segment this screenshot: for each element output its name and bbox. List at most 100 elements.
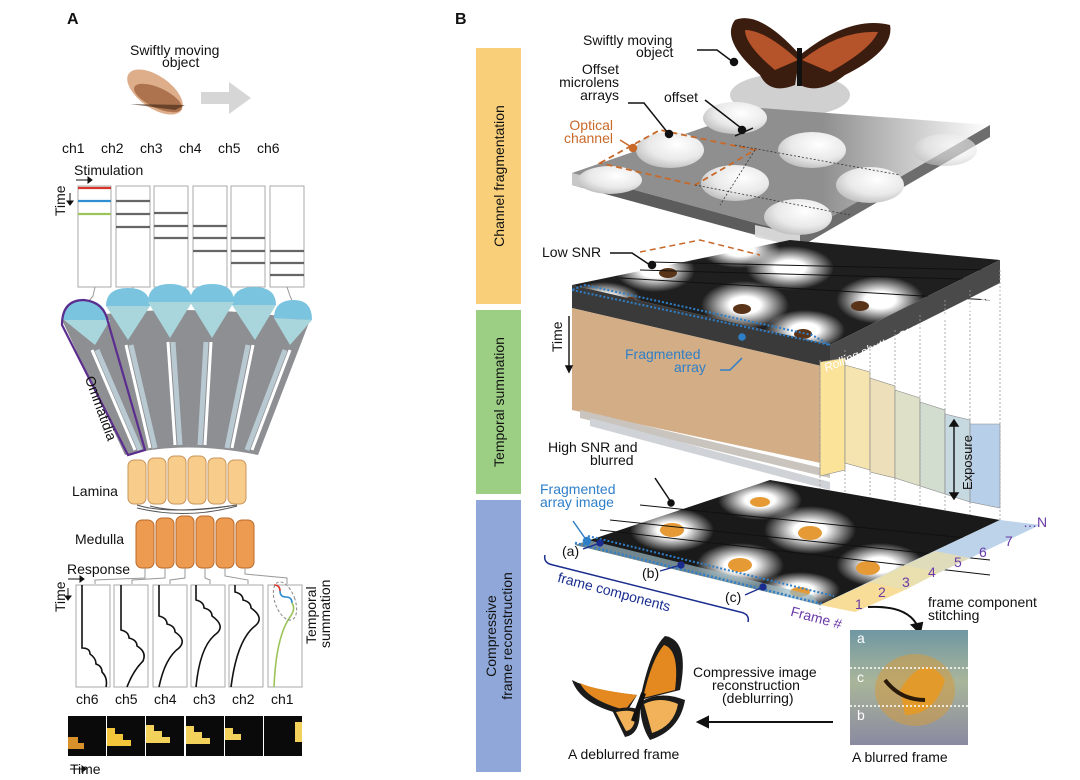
- frame-components-bracket: [543, 554, 750, 623]
- exposure-arrow: [948, 418, 960, 501]
- fragmented-array-label-2: array: [674, 359, 706, 375]
- blurred-row-c: c: [857, 669, 864, 685]
- optical-channel-label-1: Optical: [569, 117, 613, 133]
- response-label-ch1: ch1: [271, 691, 294, 707]
- blurred-row-b: b: [857, 707, 865, 723]
- blurred-butterfly-a: [127, 69, 185, 115]
- sensor-bottom-image: [574, 480, 1000, 608]
- component-label-a: (a): [562, 543, 580, 559]
- moving-object-label-b-1: Swiftly moving: [583, 32, 673, 48]
- reconstruction-arrow: [695, 715, 833, 729]
- frame-n-text: N: [1037, 514, 1048, 530]
- moving-object-label-a-1: Swiftly moving: [130, 42, 220, 58]
- frame-number-7: 7: [1005, 533, 1013, 549]
- object-pointer-b: [697, 49, 739, 67]
- panel-b-letter: B: [455, 11, 467, 28]
- medulla-cylinders: [135, 515, 255, 569]
- response-label-ch3: ch3: [193, 691, 216, 707]
- motion-arrow: [201, 82, 251, 114]
- low-snr-label: Low SNR: [542, 244, 602, 260]
- lamina-cylinders: [127, 455, 247, 505]
- fragmented-image-label-1: Fragmented: [540, 481, 616, 497]
- response-label: Response: [67, 561, 131, 577]
- stimulation-label: Stimulation: [74, 162, 144, 178]
- channel-label-ch5: ch5: [218, 140, 241, 156]
- reconstruction-label-3: (deblurring): [722, 690, 794, 706]
- high-snr-pointer: [654, 477, 675, 507]
- stimulation-boxes: [77, 185, 305, 288]
- optical-channel-pointer: [619, 139, 638, 153]
- microlens-pointers: [628, 99, 754, 139]
- stim-time-arrows: [66, 176, 93, 206]
- response-boxes: [75, 584, 303, 688]
- exposure-label: Exposure: [960, 435, 975, 490]
- fragmented-array-label-1: Fragmented: [625, 346, 701, 362]
- channel-label-ch3: ch3: [140, 140, 163, 156]
- frame-number-2: 2: [878, 584, 886, 600]
- temporal-block: [572, 308, 830, 490]
- fragmented-image-label-2: array image: [540, 494, 614, 510]
- moving-object-label-b-2: object: [636, 44, 674, 60]
- stitching-label-2: stitching: [928, 607, 980, 623]
- high-snr-label-1: High SNR and: [548, 439, 638, 455]
- frame-number-3: 3: [902, 574, 910, 590]
- response-connectors: [94, 568, 288, 584]
- reconstruction-label-2: reconstruction: [712, 677, 800, 693]
- component-label-b: (b): [642, 565, 660, 581]
- response-label-ch4: ch4: [154, 691, 177, 707]
- sensor-time-label: Time: [549, 321, 565, 352]
- frame-number-5: 5: [954, 554, 962, 570]
- moving-butterfly-b: [730, 18, 891, 117]
- response-frames-strip: [68, 716, 302, 756]
- low-snr-pointer: [610, 252, 657, 270]
- channel-label-ch6: ch6: [257, 140, 280, 156]
- stitching-label-1: frame component: [928, 594, 1037, 610]
- component-pointers: [582, 539, 767, 596]
- channel-label-ch1: ch1: [62, 140, 85, 156]
- blurred-row-a: a: [857, 630, 865, 646]
- component-label-c: (c): [725, 589, 742, 605]
- optical-channel-label-2: channel: [563, 130, 613, 146]
- stage-channel-fragmentation: Channel fragmentation: [476, 48, 521, 304]
- stage-compressive-reconstruction: Compressive frame reconstruction: [476, 500, 521, 772]
- channel-label-ch4: ch4: [179, 140, 202, 156]
- frame-number-1: 1: [855, 596, 863, 612]
- blurred-frame-image: [850, 630, 968, 745]
- moving-object-label-a-2: object: [162, 54, 200, 70]
- sensor-time-arrow: [564, 316, 574, 374]
- fragmented-image-pointer: [572, 520, 592, 546]
- microlens-label-2: microlens: [559, 74, 619, 90]
- lamina-label: Lamina: [72, 483, 118, 499]
- response-curves: [81, 585, 260, 688]
- stage-temporal-summation: Temporal summation: [476, 310, 521, 494]
- response-time-arrows: [64, 575, 87, 773]
- ch1-summation-curve: [272, 581, 298, 688]
- channel-label-ch2: ch2: [101, 140, 124, 156]
- fragmented-array-pointer: [720, 333, 746, 371]
- reconstruction-label-1: Compressive image: [693, 664, 817, 680]
- response-label-ch2: ch2: [232, 691, 255, 707]
- response-label-ch6: ch6: [76, 691, 99, 707]
- offset-label: offset: [664, 89, 698, 105]
- ommatidia-array: [60, 284, 312, 457]
- medulla-label: Medulla: [75, 531, 125, 547]
- frame-number-strip: [820, 520, 1040, 612]
- frames-time-label: Time: [70, 761, 101, 777]
- frame-number-6: 6: [979, 544, 987, 560]
- sensor-top-image: [565, 232, 1000, 368]
- microlens-label-1: Offset: [581, 61, 619, 77]
- microlens-label-3: arrays: [580, 87, 619, 103]
- frame-number-4: 4: [928, 564, 936, 580]
- response-label-ch5: ch5: [115, 691, 138, 707]
- panel-a-letter: A: [67, 11, 79, 28]
- stimulation-lines: [78, 186, 304, 277]
- microlens-plate: [572, 102, 990, 247]
- high-snr-label-2: blurred: [590, 452, 634, 468]
- blurred-frame-label: A blurred frame: [852, 749, 948, 765]
- lamina-medulla-links: [136, 504, 238, 515]
- stitching-arrow: [867, 605, 924, 636]
- deblurred-butterfly: [572, 636, 685, 740]
- deblurred-frame-label: A deblurred frame: [568, 746, 680, 762]
